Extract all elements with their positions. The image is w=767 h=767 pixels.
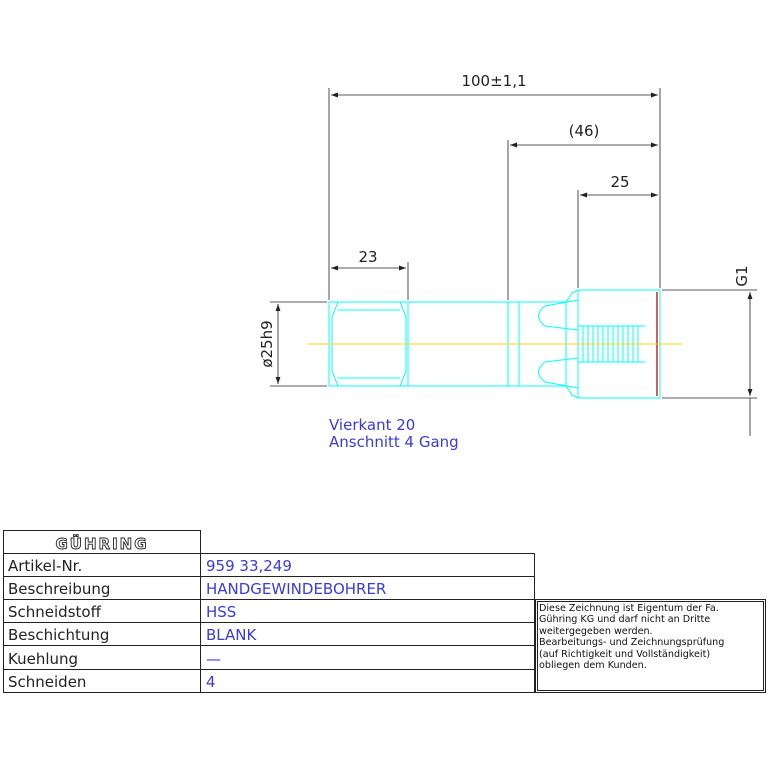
value-artikel-nr: 959 33,249 — [206, 557, 292, 575]
disclaimer-line: Gühring KG und darf nicht an Dritte — [539, 614, 711, 626]
guehring-logo: GÜHRING — [55, 534, 148, 553]
flute-upper — [538, 299, 579, 331]
dim-diameter-label: ø25h9 — [258, 320, 276, 367]
disclaimer-box — [535, 599, 766, 693]
value-beschichtung: BLANK — [206, 626, 257, 644]
value-schneiden: 4 — [206, 673, 216, 691]
value-schneidstoff: HSS — [206, 603, 236, 621]
disclaimer-line: Bearbeitungs- und Zeichnungsprüfung — [539, 637, 725, 649]
dimension-lines — [270, 88, 757, 436]
title-block — [3, 530, 766, 693]
dim-25-label: 25 — [610, 173, 629, 191]
tap-outline — [328, 289, 661, 399]
disclaimer-line: (auf Richtigkeit und Vollständigkeit) — [539, 648, 711, 660]
label-schneiden: Schneiden — [8, 673, 86, 691]
label-kuehlung: Kuehlung — [8, 650, 78, 668]
note-chamfer: Anschnitt 4 Gang — [329, 433, 459, 451]
note-square: Vierkant 20 — [329, 416, 415, 434]
disclaimer-text: Diese Zeichnung ist Eigentum der Fa. Güh… — [539, 603, 763, 671]
dim-overall-label: 100±1,1 — [461, 72, 526, 90]
disclaimer-line: obliegen dem Kunden. — [539, 660, 647, 672]
disclaimer-line: Diese Zeichnung ist Eigentum der Fa. — [539, 603, 719, 614]
value-beschreibung: HANDGEWINDEBOHRER — [206, 580, 386, 598]
flute-lower — [538, 357, 579, 389]
dim-23-label: 23 — [358, 248, 377, 266]
disclaimer-line: weitergegeben werden. — [539, 625, 653, 637]
dim-thread-label: G1 — [733, 265, 751, 286]
label-artikel-nr: Artikel-Nr. — [8, 557, 82, 575]
label-beschreibung: Beschreibung — [8, 580, 110, 598]
value-kuehlung: — — [206, 650, 221, 668]
label-schneidstoff: Schneidstoff — [8, 603, 102, 621]
label-beschichtung: Beschichtung — [8, 626, 109, 644]
dim-46-label: (46) — [569, 122, 600, 140]
